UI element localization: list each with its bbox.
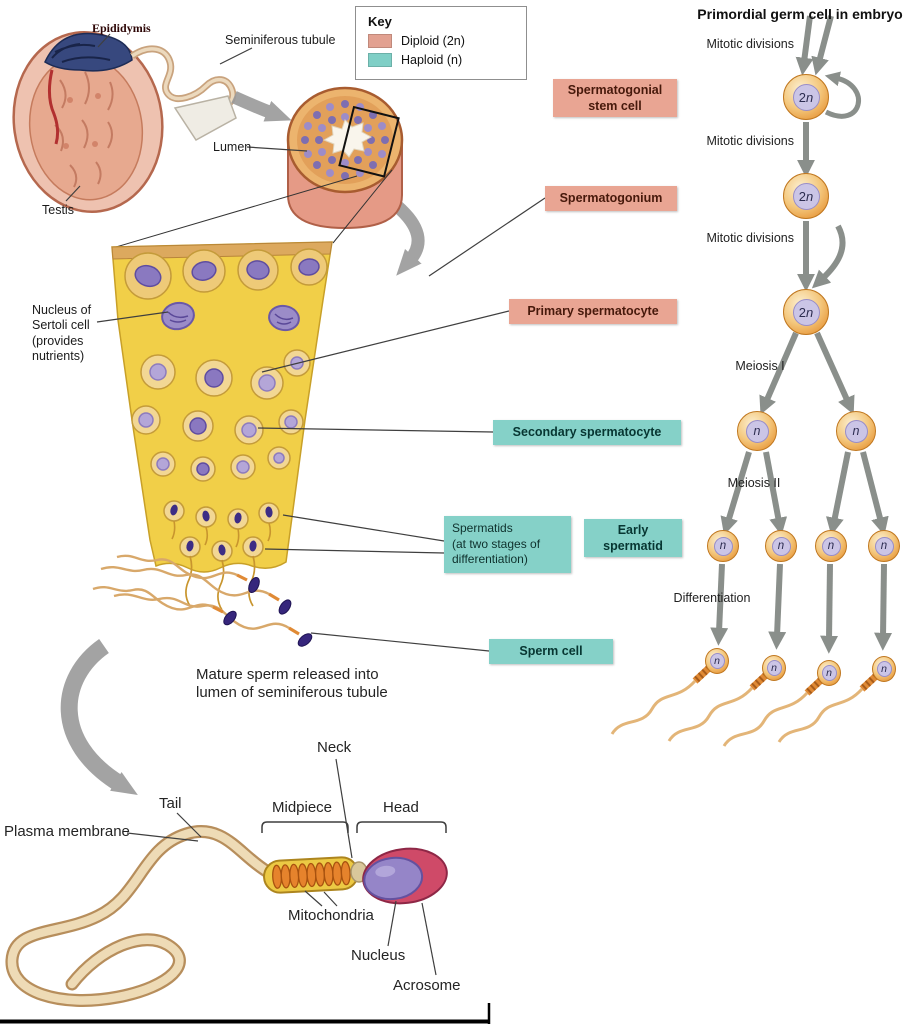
sertoli-nuclei	[161, 301, 300, 332]
epididymis-label: Epididymis	[92, 21, 151, 35]
meiosis-2-label: Meiosis II	[727, 476, 781, 490]
key-row-diploid: Diploid (2n)	[368, 34, 514, 48]
flowchart-sperm-tails	[610, 665, 879, 747]
lumen-shape	[322, 119, 373, 158]
midpiece-label: Midpiece	[272, 799, 333, 816]
plasma-membrane-label: Plasma membrane	[4, 823, 130, 840]
mitochondria-label: Mitochondria	[288, 907, 374, 924]
flowchart-header: Primordial germ cell in embryo	[697, 6, 903, 22]
testis-illustration	[12, 31, 164, 213]
ploidy-label: n	[821, 536, 841, 556]
flowchart-arrows	[710, 15, 893, 654]
sertoli-nucleus-label: Nucleus of Sertoli cell (provides nutrie…	[32, 303, 92, 363]
acrosome-label: Acrosome	[393, 977, 461, 994]
sperm-cell-head-n-1: n	[705, 648, 729, 674]
stage-box-spermatogonial-stem-cell: Spermatogonial stem cell	[553, 79, 677, 117]
stage-box-secondary-spermatocyte: Secondary spermatocyte	[493, 420, 681, 445]
ploidy-label: n	[766, 660, 782, 676]
label-brackets	[261, 821, 447, 833]
stage-box-sperm-cell: Sperm cell	[489, 639, 613, 664]
mature-sperm-group	[92, 554, 313, 647]
key-title: Key	[368, 14, 392, 29]
cell-early-spermatid-n-2: n	[765, 530, 797, 562]
ploidy-label: n	[876, 661, 892, 677]
magnified-region-box	[338, 105, 400, 178]
lumen-label: Lumen	[213, 140, 252, 154]
cell-early-spermatid-n-1: n	[707, 530, 739, 562]
differentiation-label: Differentiation	[673, 591, 751, 605]
cut-segment	[173, 95, 237, 141]
testis-label: Testis	[42, 203, 74, 217]
tubule-cross-section	[286, 86, 404, 230]
mitotic-divisions-label-1: Mitotic divisions	[706, 37, 794, 51]
haploid-label: Haploid (n)	[401, 53, 463, 67]
sperm-cell-head-n-3: n	[817, 660, 841, 686]
sperm-midpiece	[263, 856, 359, 894]
ploidy-label: n	[745, 419, 769, 443]
spermatocyte-cells	[131, 349, 311, 482]
cell-early-spermatid-n-4: n	[868, 530, 900, 562]
cell-secondary-spermatocyte-n-1: n	[737, 411, 777, 451]
ploidy-label: n	[874, 536, 894, 556]
tail-label: Tail	[159, 795, 182, 812]
spermatids-note-box: Spermatids (at two stages of differentia…	[444, 516, 571, 573]
epididymis-head	[44, 32, 133, 72]
leader-lines	[65, 33, 546, 976]
cell-secondary-spermatocyte-n-2: n	[836, 411, 876, 451]
sperm-cell-head-n-4: n	[872, 656, 896, 682]
ploidy-label: n	[713, 536, 733, 556]
magnification-lines	[115, 169, 393, 248]
seminiferous-tubule-coil	[130, 45, 237, 141]
cell-early-spermatid-n-3: n	[815, 530, 847, 562]
mitotic-divisions-label-2: Mitotic divisions	[706, 134, 794, 148]
nucleus-label: Nucleus	[351, 947, 406, 964]
ploidy-label: n	[844, 419, 868, 443]
blood-vessel	[47, 69, 60, 145]
ploidy-label: n	[771, 536, 791, 556]
spermatogonia-row	[124, 248, 328, 300]
key-legend: Key Diploid (2n) Haploid (n)	[355, 6, 527, 80]
tissue-section	[111, 241, 333, 611]
stage-box-primary-spermatocyte: Primary spermatocyte	[509, 299, 677, 324]
self-renewal-loop-arrow	[824, 71, 861, 119]
magnification-arrows	[60, 91, 425, 796]
stage-box-spermatogonium: Spermatogonium	[545, 186, 677, 211]
seminiferous-tubule-label: Seminiferous tubule	[225, 33, 336, 47]
key-row-haploid: Haploid (n)	[368, 53, 514, 67]
mitochondria-coil	[272, 861, 351, 889]
tubule-cells	[301, 100, 389, 180]
diploid-label: Diploid (2n)	[401, 34, 465, 48]
diploid-swatch	[368, 34, 392, 48]
mitotic-divisions-label-3: Mitotic divisions	[706, 231, 794, 245]
haploid-swatch	[368, 53, 392, 67]
neck-label: Neck	[317, 739, 352, 756]
sperm-head	[362, 847, 448, 905]
sperm-cell-head-n-2: n	[762, 655, 786, 681]
mature-sperm-caption: Mature sperm released into lumen of semi…	[196, 666, 388, 702]
crop-marks	[0, 1003, 491, 1024]
stage-box-early-spermatid: Early spermatid	[584, 519, 682, 557]
spermatid-cells	[163, 500, 280, 611]
head-label: Head	[383, 799, 419, 816]
sperm-tail	[5, 825, 275, 1007]
meiosis-1-label: Meiosis I	[735, 359, 785, 373]
tubule-cells-2	[304, 103, 386, 177]
ploidy-label: n	[709, 653, 725, 669]
ploidy-label: n	[821, 665, 837, 681]
detailed-sperm	[5, 825, 448, 1007]
